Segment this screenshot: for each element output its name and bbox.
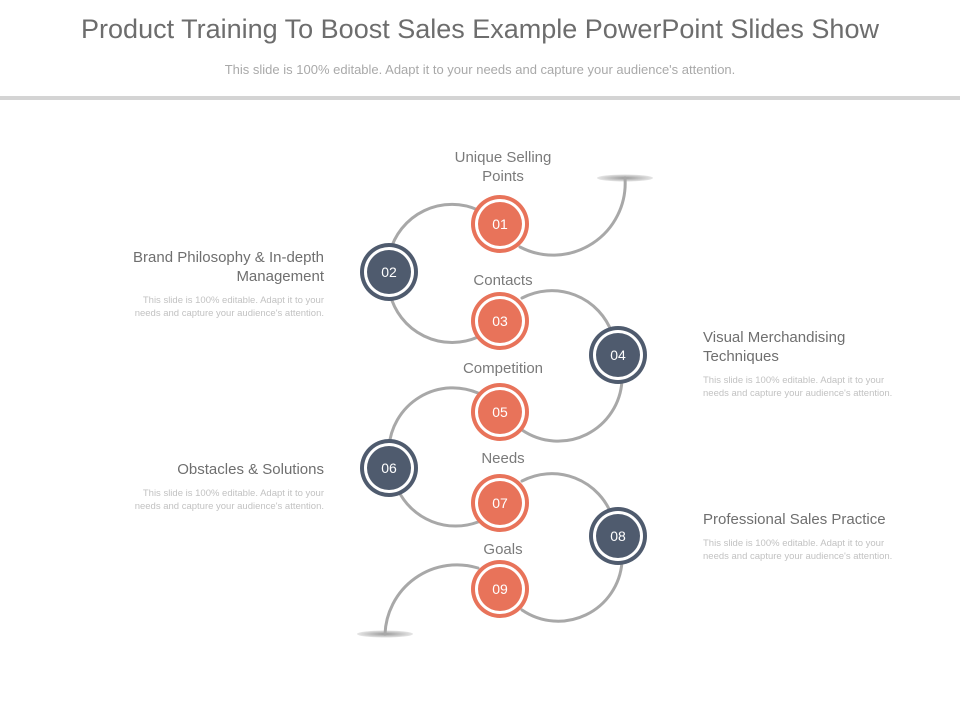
step-number: 02 xyxy=(381,264,397,280)
step-number: 03 xyxy=(492,313,508,329)
connector-arc-06-07 xyxy=(396,488,480,528)
connector-arc-08-09 xyxy=(520,560,624,623)
step-node-01: 01 xyxy=(471,195,529,253)
step-label-competition: Competition xyxy=(462,360,544,377)
info-description: This slide is 100% editable. Adapt it to… xyxy=(703,538,893,562)
step-node-core xyxy=(367,250,411,294)
info-heading: Professional Sales Practice xyxy=(703,511,886,528)
connector-tail-bottom xyxy=(383,563,480,636)
step-node-core xyxy=(478,567,522,611)
step-number: 07 xyxy=(492,495,508,511)
step-node-core xyxy=(478,481,522,525)
step-number: 04 xyxy=(610,347,626,363)
step-node-05: 05 xyxy=(471,383,529,441)
connector-arc-07-08 xyxy=(520,472,614,518)
info-block-visual-merchandising: Visual Merchandising Techniques This sli… xyxy=(703,328,913,400)
step-label-contacts: Contacts xyxy=(473,272,533,289)
step-number: 06 xyxy=(381,460,397,476)
info-description: This slide is 100% editable. Adapt it to… xyxy=(134,488,324,512)
info-block-obstacles-solutions: Obstacles & Solutions This slide is 100%… xyxy=(114,460,324,513)
step-node-07: 07 xyxy=(471,474,529,532)
connector-arc-03-04 xyxy=(520,289,614,335)
header-divider xyxy=(0,96,960,100)
connector-arc-04-05 xyxy=(520,378,624,443)
connector-arc-02-03 xyxy=(388,292,480,344)
step-node-core xyxy=(478,299,522,343)
step-number: 08 xyxy=(610,528,626,544)
step-node-core xyxy=(596,514,640,558)
info-heading: Obstacles & Solutions xyxy=(177,461,324,478)
connector-arc-01-02 xyxy=(388,202,480,254)
info-heading: Visual Merchandising Techniques xyxy=(703,329,846,365)
step-node-04: 04 xyxy=(589,326,647,384)
step-label-goals: Goals xyxy=(483,541,523,558)
slide-title: Product Training To Boost Sales Example … xyxy=(81,14,879,44)
step-node-09: 09 xyxy=(471,560,529,618)
step-number: 09 xyxy=(492,581,508,597)
info-block-brand-philosophy: Brand Philosophy & In-depth Management T… xyxy=(114,248,324,320)
connector-arc-05-06 xyxy=(387,386,480,449)
step-node-core xyxy=(478,202,522,246)
step-node-08: 08 xyxy=(589,507,647,565)
step-node-02: 02 xyxy=(360,243,418,301)
slide-subtitle: This slide is 100% editable. Adapt it to… xyxy=(224,62,736,77)
step-node-03: 03 xyxy=(471,292,529,350)
info-description: This slide is 100% editable. Adapt it to… xyxy=(703,375,893,399)
connector-path xyxy=(383,176,627,636)
step-label-needs: Needs xyxy=(481,450,525,467)
step-node-core xyxy=(478,390,522,434)
step-number: 05 xyxy=(492,404,508,420)
step-node-core xyxy=(596,333,640,377)
info-description: This slide is 100% editable. Adapt it to… xyxy=(134,295,324,319)
step-number: 01 xyxy=(492,216,508,232)
info-block-professional-sales: Professional Sales Practice This slide i… xyxy=(703,510,913,563)
step-node-06: 06 xyxy=(360,439,418,497)
info-heading: Brand Philosophy & In-depth Management xyxy=(133,249,324,285)
connector-tail-top xyxy=(518,176,627,257)
step-label-unique-selling-points: Unique Selling Points xyxy=(454,149,552,185)
step-node-core xyxy=(367,446,411,490)
